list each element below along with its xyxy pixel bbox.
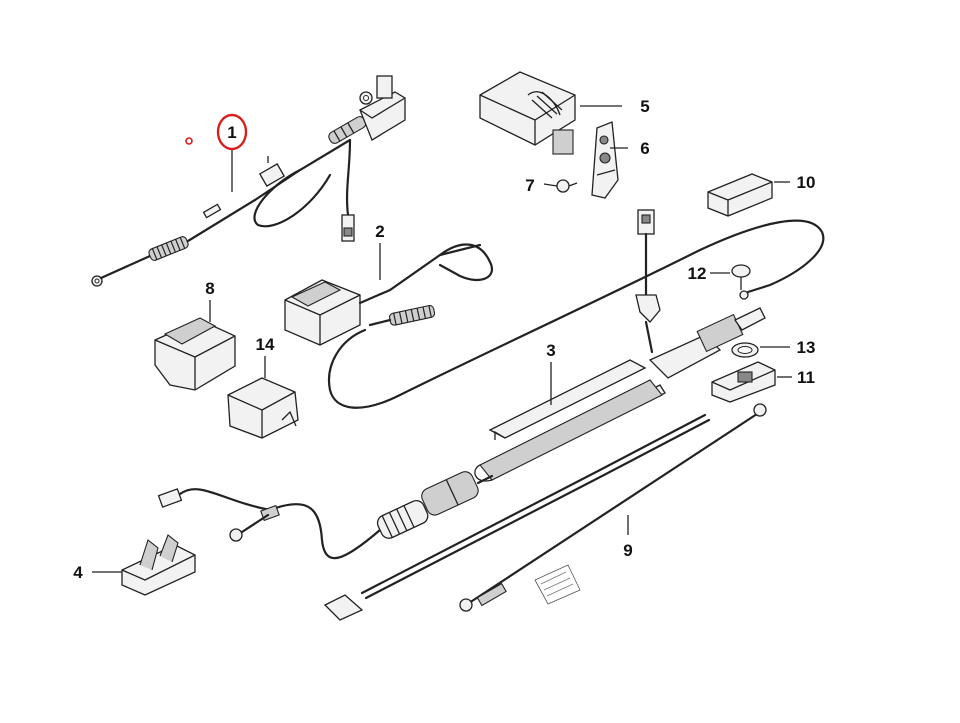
- callout-label-8[interactable]: 8: [205, 279, 214, 298]
- lower-harness[interactable]: [157, 469, 494, 560]
- callout-label-14[interactable]: 14: [256, 335, 275, 354]
- leader-lines: [92, 105, 792, 573]
- part-4-cable-holder[interactable]: [121, 534, 196, 596]
- part-8-connector-housing[interactable]: [154, 317, 236, 391]
- part-3-actuator-rail[interactable]: [474, 209, 766, 482]
- callout-label-7[interactable]: 7: [525, 176, 534, 195]
- part-1-cable[interactable]: [91, 75, 406, 287]
- part-13-grommet[interactable]: [731, 342, 759, 358]
- callout-label-12[interactable]: 12: [688, 264, 707, 283]
- part-6-bracket[interactable]: [591, 121, 619, 199]
- callout-label-5[interactable]: 5: [640, 97, 649, 116]
- highlight-ring: [216, 113, 248, 151]
- part-10-cap[interactable]: [707, 173, 773, 217]
- part-7-screw[interactable]: [556, 179, 578, 193]
- part-12-push-pin[interactable]: [731, 264, 751, 290]
- part-2-loop-cable[interactable]: [284, 219, 825, 409]
- part-14-cover[interactable]: [227, 377, 299, 439]
- callout-1[interactable]: 1: [216, 113, 248, 151]
- callout-label-2[interactable]: 2: [375, 222, 384, 241]
- highlight-dot: [185, 137, 193, 145]
- callout-label-10[interactable]: 10: [797, 173, 816, 192]
- part-5-control-module[interactable]: [479, 71, 576, 155]
- callout-label-11[interactable]: 11: [797, 368, 815, 387]
- part-11-clip[interactable]: [711, 361, 776, 403]
- callout-label-4[interactable]: 4: [73, 563, 83, 582]
- callout-label-13[interactable]: 13: [797, 338, 816, 357]
- callout-label-6[interactable]: 6: [640, 139, 649, 158]
- callout-label-1: 1: [227, 123, 236, 142]
- callout-label-3[interactable]: 3: [546, 341, 555, 360]
- part-9-ground-strap[interactable]: [323, 403, 767, 621]
- callout-label-9[interactable]: 9: [623, 541, 632, 560]
